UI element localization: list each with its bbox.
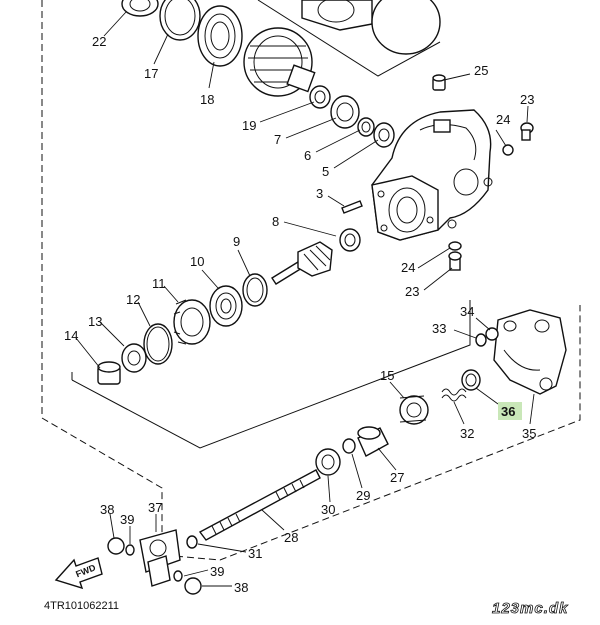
part-15-bearing [399,395,429,425]
part-35-cover [493,309,567,395]
callout-9: 9 [233,234,240,249]
callout-24-top: 24 [496,112,510,127]
fwd-arrow-icon: FWD [54,557,103,590]
watermark: 123mc.dk [492,600,568,617]
part-6-collar [357,117,375,137]
callout-labels: 22 17 18 19 7 6 5 25 23 24 3 8 9 10 11 1… [64,34,536,595]
part-34-washer [485,327,499,341]
callout-39-top: 39 [120,512,134,527]
callout-23-top: 23 [520,92,534,107]
part-14-collar [97,361,121,385]
callout-15: 15 [380,368,394,383]
part-12-oring [143,323,173,365]
part-39-clip-upper [125,544,135,556]
callout-24-bottom: 24 [401,260,415,275]
part-18-bearing [197,5,243,67]
part-7-bearing [330,95,360,129]
callout-22: 22 [92,34,106,49]
part-33-nut [475,333,487,347]
callout-34: 34 [460,304,474,319]
part-24-washer-bottom [448,241,462,251]
part-5-bearing [373,122,395,148]
part-23-bolt-top [520,122,534,141]
assembly-outlines [71,0,471,449]
part-8-pinion-gear [271,228,361,285]
callout-12: 12 [126,292,140,307]
callout-5: 5 [322,164,329,179]
part-32-spring [441,388,467,402]
callout-23-bottom: 23 [405,284,419,299]
callout-33: 33 [432,321,446,336]
callout-13: 13 [88,314,102,329]
housing-top-fragment [301,0,441,55]
callout-35: 35 [522,426,536,441]
part-39-clip-lower [173,570,183,582]
ring-gear [243,27,316,97]
part-24-washer-top [502,144,514,156]
callout-19: 19 [242,118,256,133]
callout-28: 28 [284,530,298,545]
part-9-circlip [242,273,268,307]
part-19-shim [309,85,331,109]
callout-18: 18 [200,92,214,107]
callout-39-bottom: 39 [210,564,224,579]
part-27-sleeve [357,426,389,457]
callout-3: 3 [316,186,323,201]
part-22-bearing [121,0,159,17]
callout-17: 17 [144,66,158,81]
part-30-bearing [315,448,341,476]
callout-30: 30 [321,502,335,517]
callout-31: 31 [248,546,262,561]
callout-38-bottom: 38 [234,580,248,595]
part-13-seal [121,343,147,373]
part-31-circlip [186,535,198,549]
callout-37: 37 [148,500,162,515]
gear-case-housing [371,109,493,241]
callout-14: 14 [64,328,78,343]
callout-32: 32 [460,426,474,441]
outer-dashed-frame [41,0,581,561]
callout-38-top: 38 [100,502,114,517]
callout-36: 36 [501,404,515,419]
callout-8: 8 [272,214,279,229]
callout-7: 7 [274,132,281,147]
part-29-washer [342,438,356,454]
callout-29: 29 [356,488,370,503]
part-37-universal-joint [139,529,181,587]
part-11-housing [173,299,211,345]
part-17-oring [159,0,201,41]
part-10-bearing [209,285,243,327]
callout-10: 10 [190,254,204,269]
callout-11: 11 [152,276,166,291]
leader-lines [75,11,535,587]
part-23-bolt-bottom [448,251,462,271]
callout-36-highlight [498,402,522,420]
diagram-code: 4TR101062211 [44,600,119,612]
part-3-stud [341,200,363,214]
callout-25: 25 [474,63,488,78]
part-38-cap-upper [107,537,125,555]
part-25-cap [432,74,446,91]
callout-27: 27 [390,470,404,485]
callout-6: 6 [304,148,311,163]
part-38-cap-lower [184,577,202,595]
part-28-drive-shaft [198,469,321,541]
part-36-bushing [461,369,481,391]
